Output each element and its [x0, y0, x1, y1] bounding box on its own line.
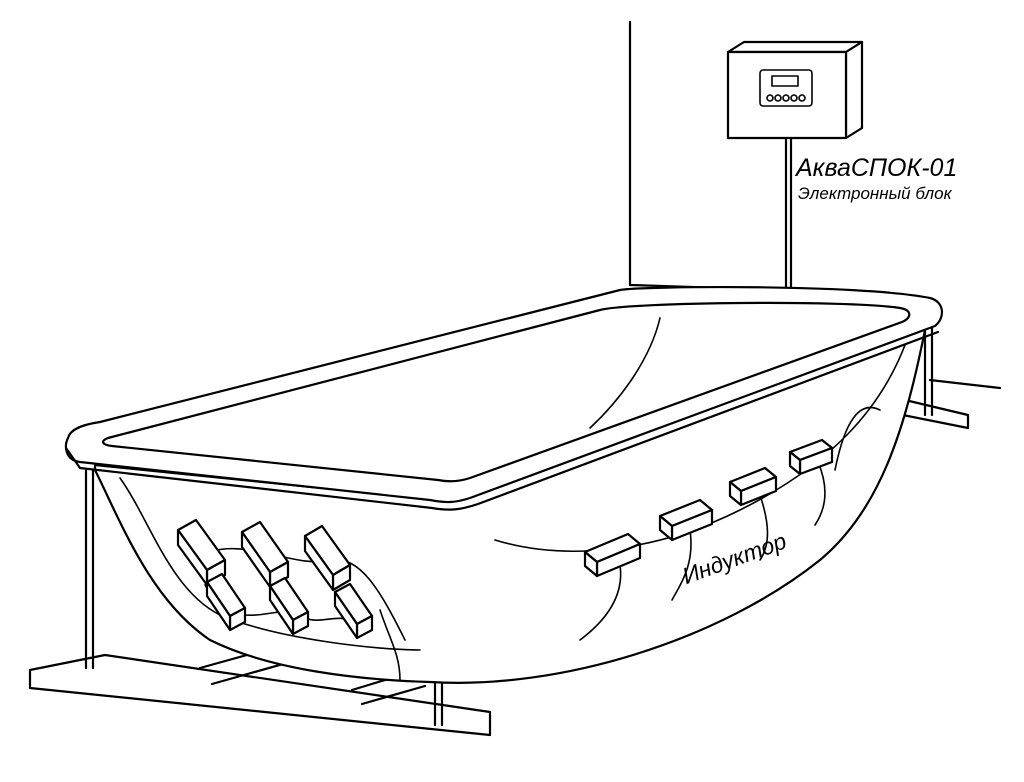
- control-unit-subtitle: Электронный блок: [798, 184, 952, 203]
- control-unit-panel: [759, 69, 813, 107]
- inductor-pad: [583, 532, 642, 578]
- side-curve-long: [494, 344, 906, 552]
- control-unit-cable: [784, 136, 793, 292]
- inductor-cable-side: [579, 564, 622, 641]
- inductor-pad: [176, 518, 227, 587]
- inductor-group-side: [579, 438, 834, 641]
- control-unit-box: [726, 40, 864, 140]
- bathtub-rim-edge: [64, 330, 940, 511]
- control-unit: [726, 40, 864, 292]
- bathtub: [64, 285, 943, 684]
- inductor-pad: [303, 524, 352, 592]
- bathtub-body: [93, 316, 927, 684]
- inductor-pad: [240, 520, 290, 589]
- inductor-pad: [658, 498, 714, 542]
- inductor-pad: [333, 582, 374, 640]
- basin-slope: [589, 317, 661, 429]
- inner-back-curve: [834, 406, 881, 471]
- inductor-pad: [788, 438, 834, 476]
- inductor-group-end: [176, 518, 406, 681]
- inductor-pad: [268, 576, 310, 636]
- inductor-pad: [728, 466, 778, 507]
- inductor-pad: [205, 572, 247, 632]
- bathtub-basin: [102, 301, 911, 483]
- control-unit-title: АкваСПОК-01: [796, 154, 958, 182]
